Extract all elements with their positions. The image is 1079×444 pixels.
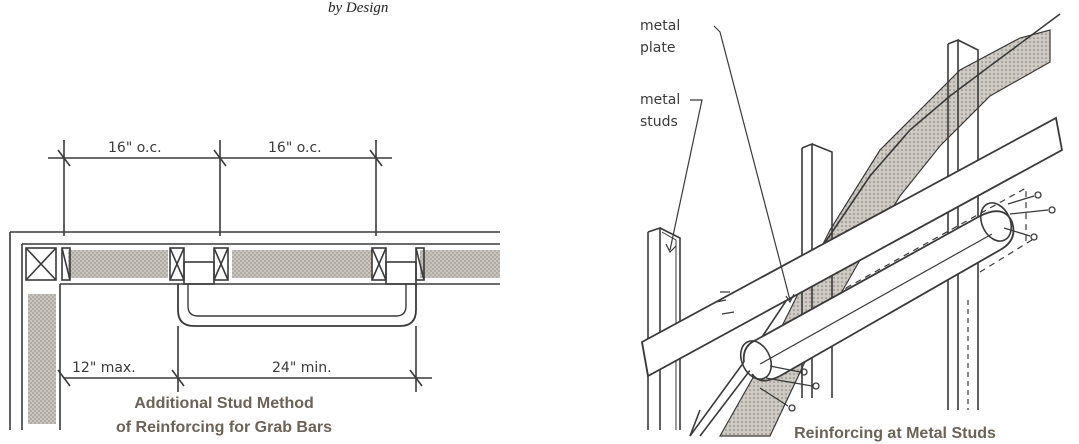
dimension-top-left: 16" o.c. (108, 140, 162, 156)
insulation-batt (420, 250, 500, 278)
insulation-batt (28, 294, 56, 424)
screws (759, 191, 1056, 412)
label-metal-studs-line1: metal (640, 92, 680, 108)
dimension-top-right: 16" o.c. (268, 140, 322, 156)
right-caption: Reinforcing at Metal Studs (794, 425, 996, 442)
dimension-bottom-left: 12" max. (72, 360, 136, 376)
label-metal-studs-line2: studs (640, 114, 678, 130)
stud-method-plan-drawing (9, 140, 500, 430)
label-metal-plate-line1: metal (640, 18, 680, 34)
left-caption-line1: Additional Stud Method (134, 395, 314, 412)
label-metal-plate-line2: plate (640, 40, 675, 56)
left-caption-line2: of Reinforcing for Grab Bars (116, 419, 332, 436)
grab-bar (742, 210, 1015, 382)
insulation-batt (232, 250, 372, 278)
header-fragment: by Design (328, 0, 388, 16)
dimension-bottom-right: 24" min. (272, 360, 332, 376)
metal-stud-isometric-drawing (641, 13, 1064, 437)
insulation-batt (68, 250, 168, 278)
